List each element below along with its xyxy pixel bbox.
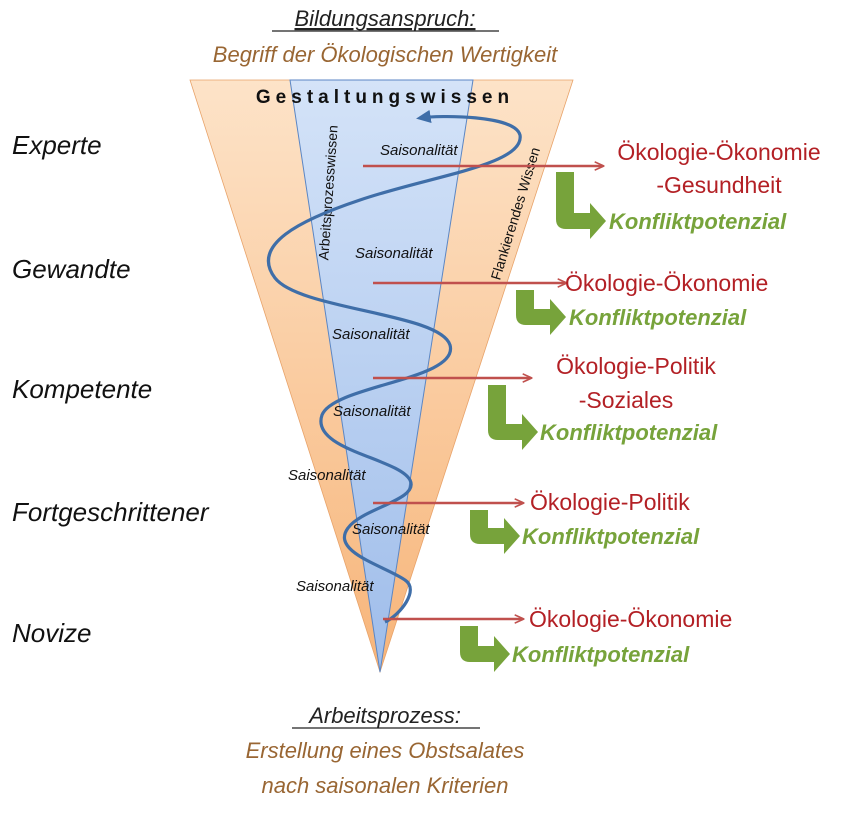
spiral-label: Saisonalität	[352, 521, 430, 538]
conflict-novize: Konfliktpotenzial	[512, 642, 690, 667]
spiral-label: Saisonalität	[355, 245, 433, 262]
spiral-label: Saisonalität	[288, 467, 366, 484]
spiral-label: Saisonalität	[380, 142, 458, 159]
conflict-gewandte: Konfliktpotenzial	[569, 305, 747, 330]
target-kompetente-line1: Ökologie-Politik	[556, 353, 716, 379]
target-experte-line2: -Gesundheit	[656, 172, 782, 198]
conflict-fortgeschrittener: Konfliktpotenzial	[522, 524, 700, 549]
level-name-kompetente: Kompetente	[12, 374, 152, 404]
green-arrow-kompetente	[488, 385, 538, 450]
green-arrow-gewandte	[516, 290, 566, 335]
target-kompetente-line2: -Soziales	[579, 387, 674, 413]
spiral-label: Saisonalität	[333, 403, 411, 420]
spiral-curve	[266, 109, 522, 624]
level-name-experte: Experte	[12, 130, 102, 160]
footer-line2: nach saisonalen Kriterien	[261, 773, 508, 798]
footer-line1: Erstellung eines Obstsalates	[246, 738, 525, 763]
level-name-gewandte: Gewandte	[12, 254, 131, 284]
footer-title: Arbeitsprozess:	[307, 703, 461, 728]
target-gewandte: Ökologie-Ökonomie	[565, 270, 768, 296]
cone-top-label: Gestaltungswissen	[256, 87, 514, 108]
spiral-label: Saisonalität	[332, 326, 410, 343]
target-fortgeschrittener: Ökologie-Politik	[530, 489, 690, 515]
inner-cone	[289, 79, 474, 673]
spiral-label: Saisonalität	[296, 578, 374, 595]
target-experte-line1: Ökologie-Ökonomie	[617, 139, 820, 165]
level-name-novize: Novize	[12, 618, 91, 648]
conflict-experte: Konfliktpotenzial	[609, 209, 787, 234]
conflict-kompetente: Konfliktpotenzial	[540, 420, 718, 445]
green-arrow-novize	[460, 626, 510, 672]
header-title: Bildungsanspruch:	[294, 6, 475, 31]
green-arrow-experte	[556, 172, 606, 239]
level-name-fortgeschrittener: Fortgeschrittener	[12, 497, 210, 527]
header-subtitle: Begriff der Ökologischen Wertigkeit	[213, 42, 558, 67]
green-arrow-fortgeschrittener	[470, 510, 520, 554]
target-novize: Ökologie-Ökonomie	[529, 606, 732, 632]
